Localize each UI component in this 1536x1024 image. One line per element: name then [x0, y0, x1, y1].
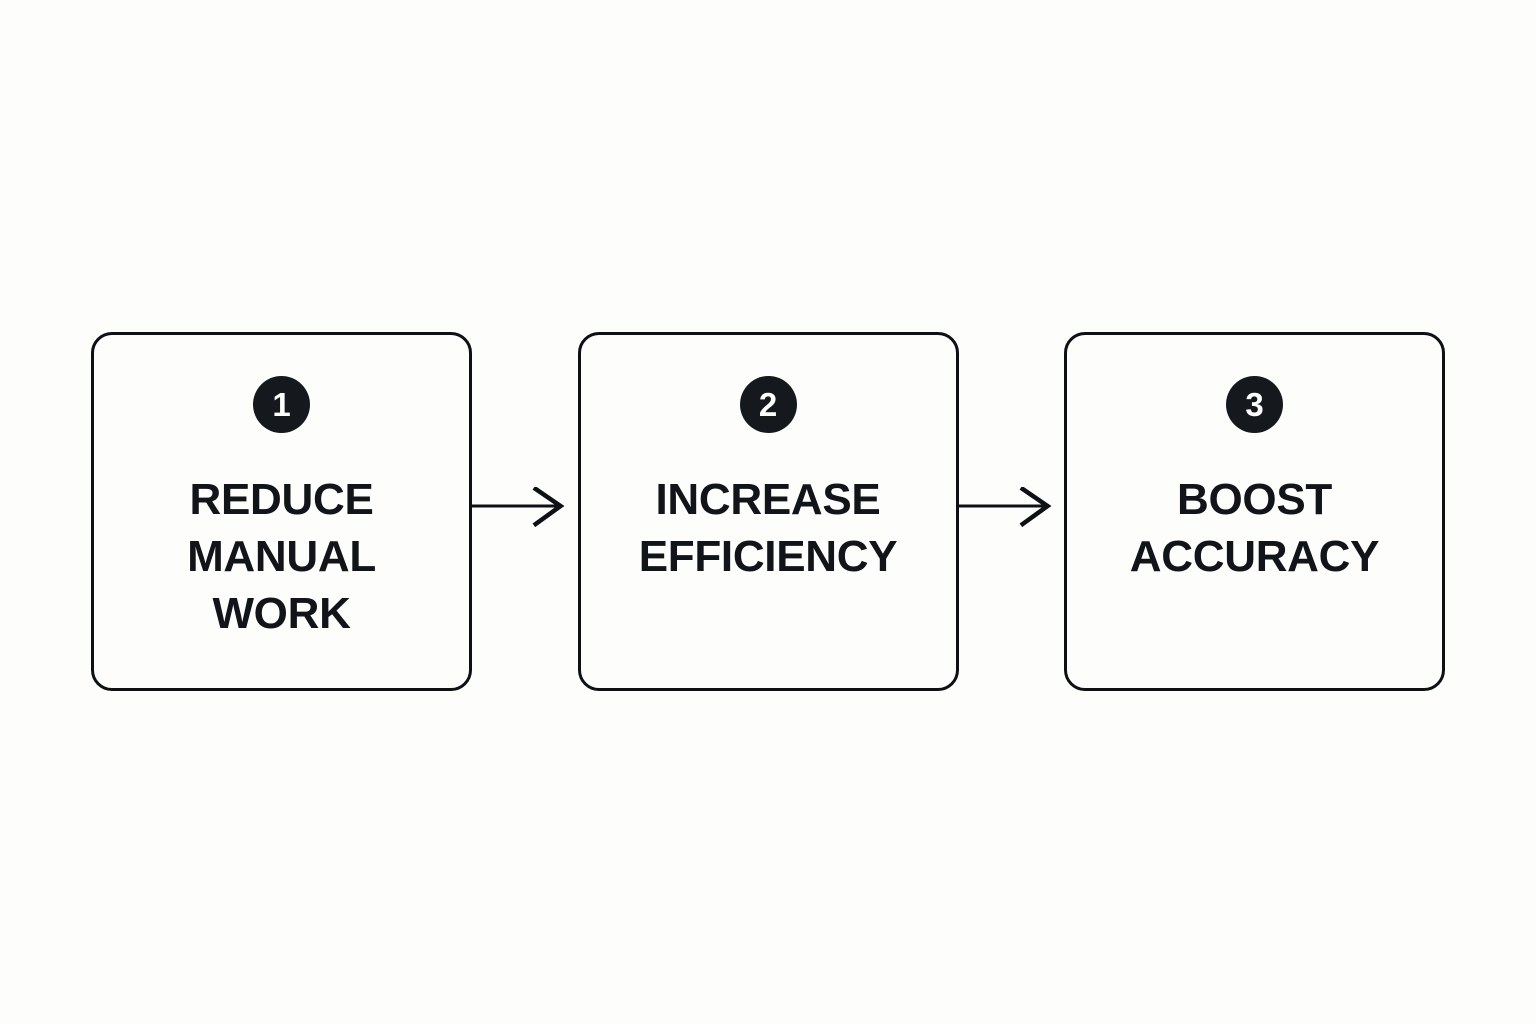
step-number-badge-2: 2 — [739, 376, 797, 433]
arrow-right-icon — [958, 487, 1051, 528]
process-step-card-3[interactable]: 3 BOOST ACCURACY — [1064, 332, 1445, 691]
connector-1-to-2 — [472, 332, 578, 691]
process-step-card-1[interactable]: 1 REDUCE MANUAL WORK — [91, 332, 472, 691]
process-step-row: 1 REDUCE MANUAL WORK 2 INCREASE EFFICIEN… — [91, 332, 1445, 691]
step-label-3: BOOST ACCURACY — [1129, 475, 1380, 581]
step-number-badge-1: 1 — [253, 376, 310, 433]
arrow-right-icon — [472, 487, 565, 528]
step-label-2: INCREASE EFFICIENCY — [638, 475, 898, 581]
connector-2-to-3 — [958, 332, 1065, 691]
step-label-1: REDUCE MANUAL WORK — [187, 475, 376, 638]
process-step-card-2[interactable]: 2 INCREASE EFFICIENCY — [577, 332, 959, 691]
step-number-badge-3: 3 — [1226, 376, 1283, 433]
